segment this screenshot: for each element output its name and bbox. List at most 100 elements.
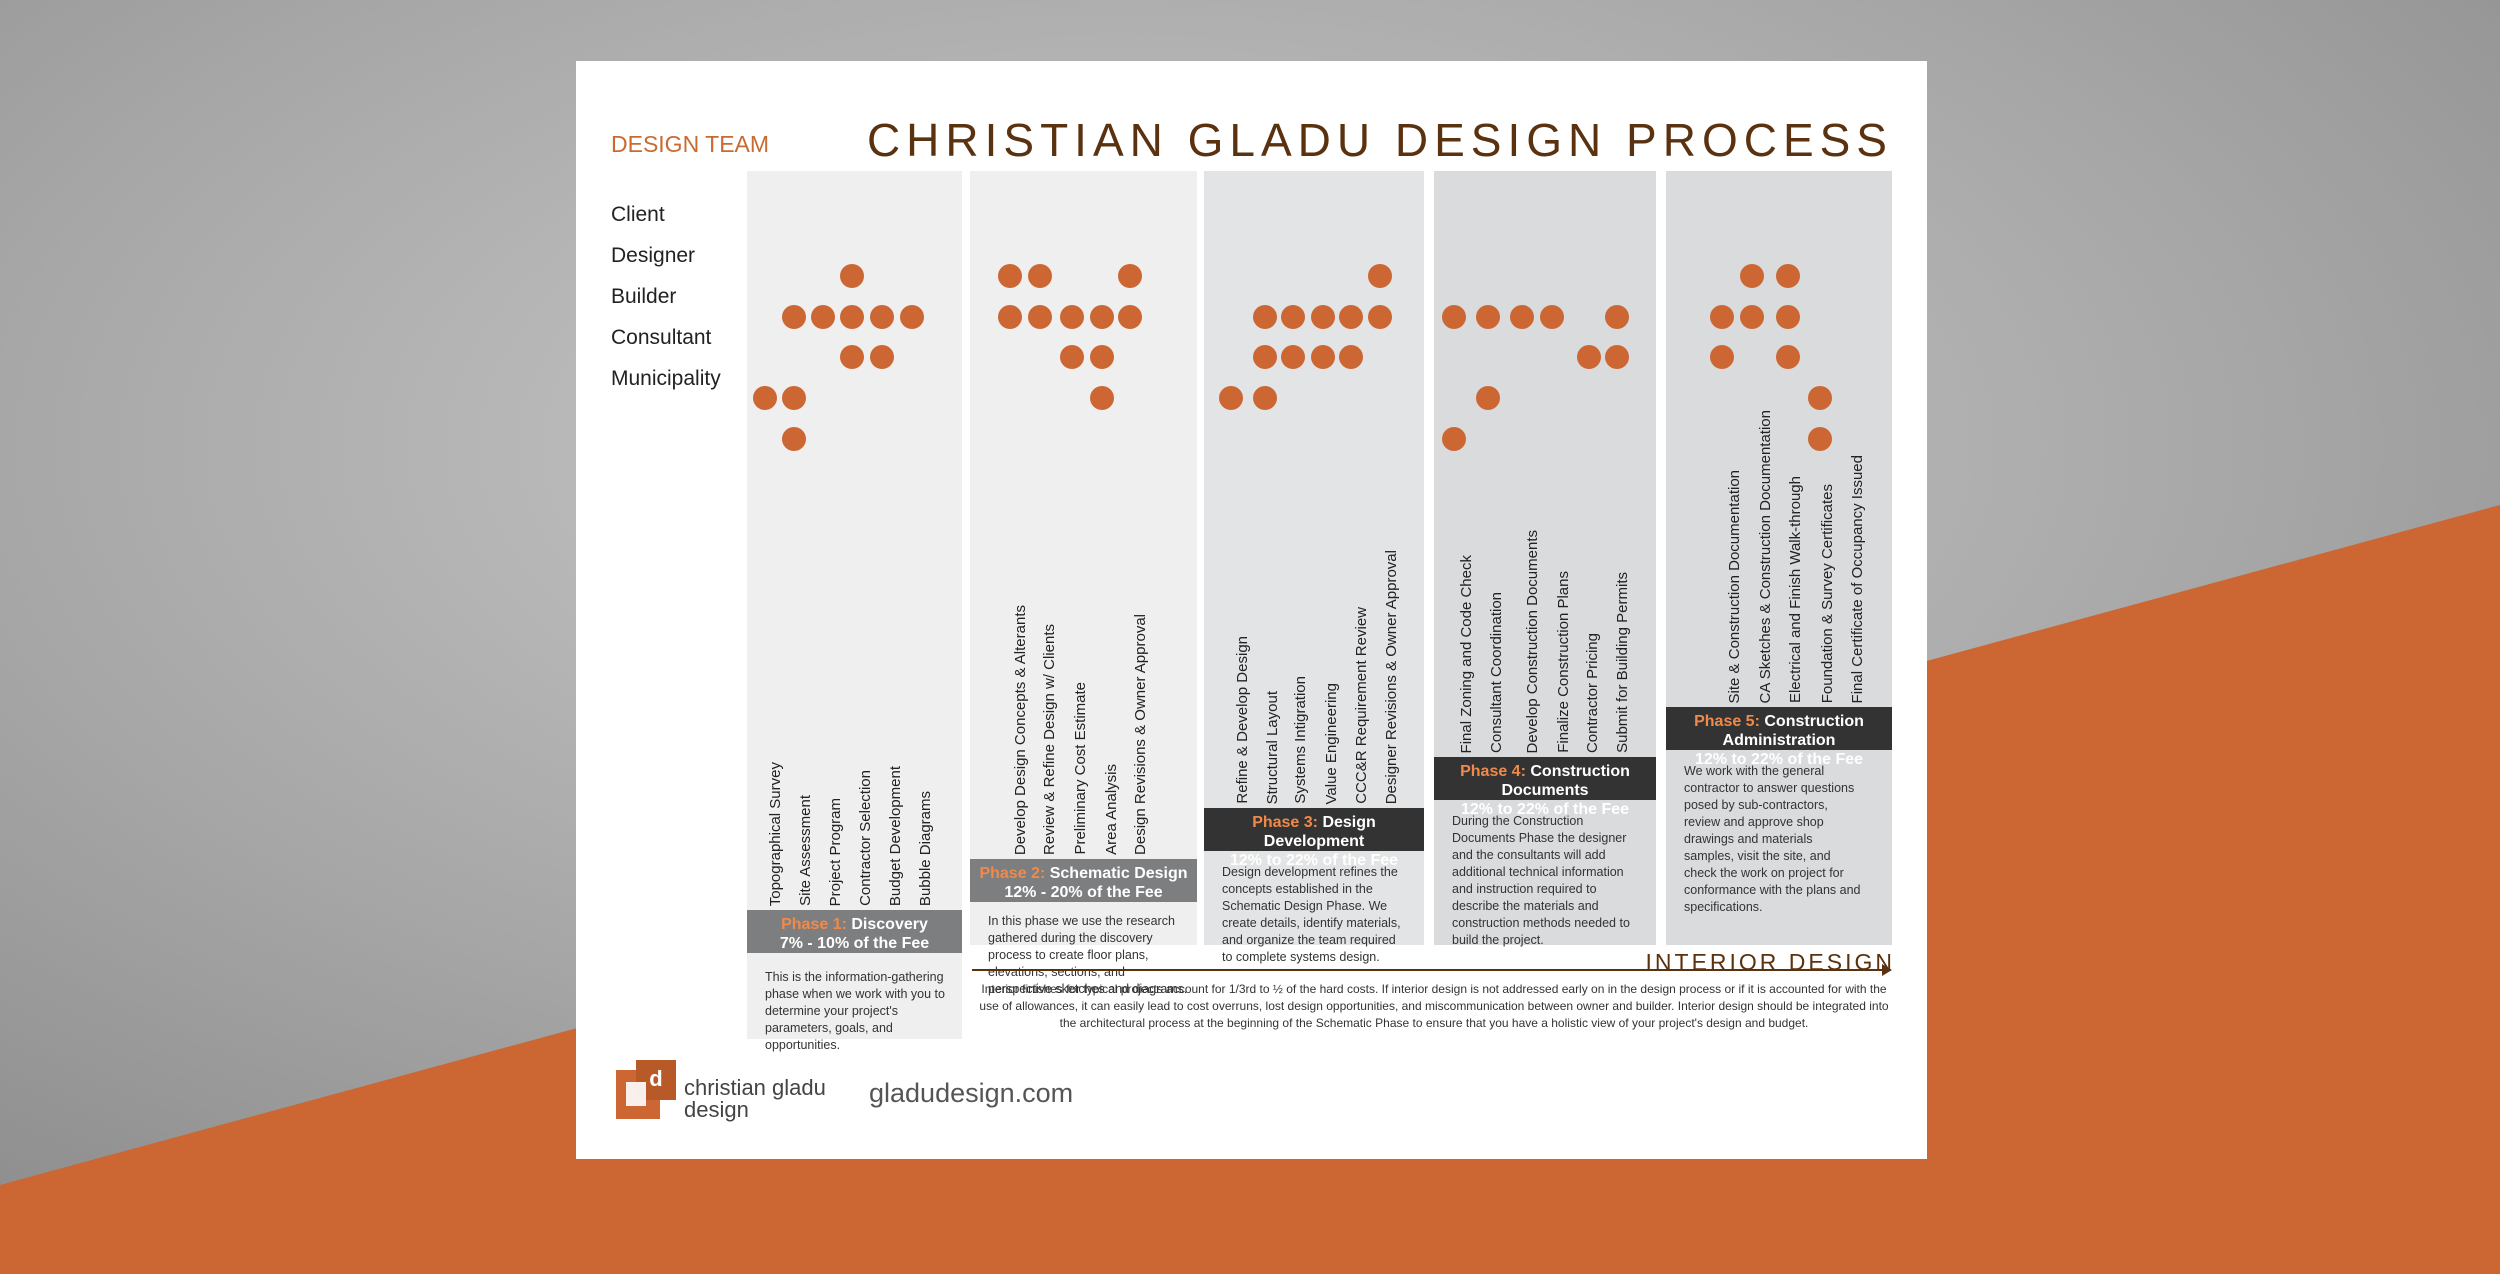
task-label: Bubble Diagrams [917,791,934,907]
task-label: Foundation & Survey Certificates [1819,484,1836,704]
participation-dot-designer [1776,305,1800,329]
participation-dot-builder [1281,345,1305,369]
phase-description: We work with the general contractor to a… [1684,764,1861,914]
phase-band: Phase 5: Construction Administration 12%… [1666,707,1892,768]
participation-dot-builder [1253,345,1277,369]
phase-fee: 12% to 22% of the Fee [1694,751,1864,768]
task-label: Site & Construction Documentation [1726,470,1743,704]
task-label: Final Zoning and Code Check [1458,555,1475,754]
phase-description: In this phase we use the research gather… [988,914,1188,996]
participation-dot-designer [1060,305,1084,329]
task-label: Final Certificate of Occupancy Issued [1849,455,1866,704]
phase-band: Phase 1: Discovery 7% - 10% of the Fee [747,910,962,953]
task-label: Site Assessment [797,795,814,906]
participation-dot-builder [1577,345,1601,369]
task-label: Designer Revisions & Owner Approval [1383,550,1400,805]
participation-dot-client [998,264,1022,288]
task-label: Review & Refine Design w/ Clients [1041,624,1058,855]
participation-dot-designer [840,305,864,329]
role-label-builder: Builder [611,285,677,308]
participation-dot-builder [1311,345,1335,369]
participation-dot-builder [1605,345,1629,369]
phase-panel-discovery: Topographical Survey Site Assessment Proje… [747,171,962,1052]
arrow-right-icon [1882,964,1892,976]
task-label: Systems Intigration [1292,676,1309,804]
participation-dot-designer [811,305,835,329]
participation-dot-designer [1605,305,1629,329]
interior-design-label: INTERIOR DESIGN [1645,949,1895,975]
participation-dot-designer [1028,305,1052,329]
participation-dot-designer [1339,305,1363,329]
process-poster: CHRISTIAN GLADU DESIGN PROCESS DESIGN TE… [576,61,1927,1159]
phase-label: Phase 4: [1460,763,1526,780]
phase-label: Phase 1: [781,916,847,933]
task-label: Design Revisions & Owner Approval [1132,614,1149,855]
participation-dot-designer [1118,305,1142,329]
role-label-municipality: Municipality [611,367,721,390]
participation-dot-municipality [1442,427,1466,451]
participation-dot-builder [1339,345,1363,369]
company-logo-icon: d [616,1060,676,1119]
phase-description: Design development refines the concepts … [1222,865,1401,964]
phase-name: Discovery [851,916,928,933]
phase-label: Phase 5: [1694,713,1760,730]
participation-dot-designer [1540,305,1564,329]
participation-dot-designer [1510,305,1534,329]
participation-dot-builder [1776,345,1800,369]
participation-dot-client [840,264,864,288]
phase-panel-construction-administration: Site & Construction Documentation CA Sket… [1666,171,1892,945]
participation-dot-client [1776,264,1800,288]
participation-dot-municipality [782,427,806,451]
participation-dot-designer [1368,305,1392,329]
company-name-line1: christian gladu [684,1075,826,1100]
phase-description: This is the information-gathering phase … [765,970,945,1052]
participation-dot-designer [1442,305,1466,329]
participation-dot-designer [782,305,806,329]
participation-dot-designer [900,305,924,329]
task-label: Area Analysis [1103,764,1120,855]
task-label: CCC&R Requirement Review [1353,607,1370,804]
phase-band: Phase 3: Design Development 12% to 22% o… [1204,808,1424,869]
phase-fee: 7% - 10% of the Fee [779,935,930,952]
participation-dot-consultant [1090,386,1114,410]
task-label: Develop Design Concepts & Alterants [1012,605,1029,856]
participation-dot-consultant [1808,386,1832,410]
participation-dot-consultant [1219,386,1243,410]
participation-dot-client [1028,264,1052,288]
phase-fee: 12% to 22% of the Fee [1460,801,1630,818]
participation-dot-builder [840,345,864,369]
task-label: Electrical and Finish Walk-through [1787,476,1804,704]
task-label: Project Program [827,798,844,907]
phase-label: Phase 2: [979,865,1046,882]
participation-dot-designer [998,305,1022,329]
phase-band: Phase 4: Construction Documents 12% to 2… [1434,757,1656,818]
task-label: Value Engineering [1323,683,1340,805]
task-label: CA Sketches & Construction Documentation [1757,410,1774,704]
participation-dot-client [1368,264,1392,288]
participation-dot-designer [1311,305,1335,329]
phase-description: During the Construction Documents Phase … [1452,814,1630,947]
participation-dot-designer [1253,305,1277,329]
participation-dot-client [1118,264,1142,288]
task-label: Budget Development [887,766,904,907]
task-label: Structural Layout [1264,691,1281,805]
role-label-consultant: Consultant [611,326,712,349]
phase-name: Design Development [1263,814,1376,850]
role-label-designer: Designer [611,244,696,267]
participation-dot-client [1740,264,1764,288]
task-label: Topographical Survey [767,762,784,907]
website-link[interactable]: gladudesign.com [869,1078,1074,1108]
design-team-heading: DESIGN TEAM [611,131,770,157]
participation-dot-municipality [1808,427,1832,451]
phase-fee: 12% to 22% of the Fee [1229,852,1399,869]
participation-dot-designer [1090,305,1114,329]
participation-dot-builder [870,345,894,369]
phase-name: Construction Documents [1501,763,1630,799]
participation-dot-builder [1090,345,1114,369]
participation-dot-designer [1476,305,1500,329]
participation-dot-designer [1281,305,1305,329]
participation-dot-designer [870,305,894,329]
phase-name: Schematic Design [1049,865,1188,882]
task-label: Finalize Construction Plans [1555,571,1572,753]
